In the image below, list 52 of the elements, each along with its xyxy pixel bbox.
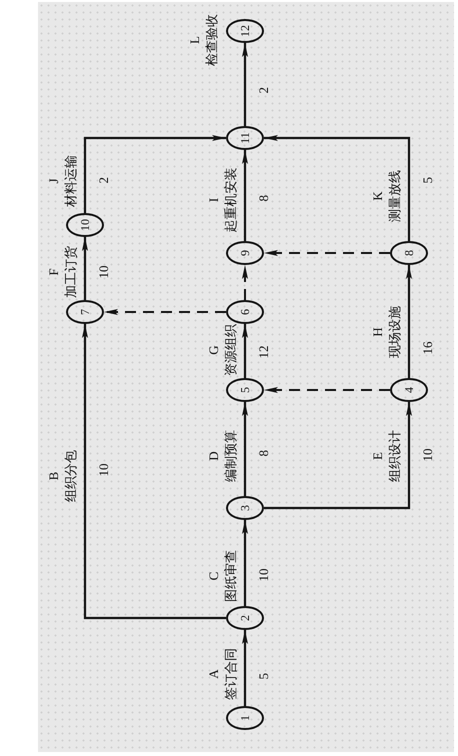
arrow [242,324,248,378]
event-circle: 11 [226,126,264,150]
duration-label: 10 [256,568,270,582]
duration-label: 2 [256,87,270,94]
event-circle: 4 [390,378,428,402]
arrow [242,402,248,496]
arrow [242,43,248,126]
activity-label: D 编制预算 [205,430,239,482]
duration-label: 10 [96,464,110,476]
activity-label: F 加工订货 [45,246,79,298]
dashed-arrow [264,387,390,393]
event-circle: 5 [226,378,264,402]
dashed-arrow [242,265,248,300]
arrow [264,135,410,241]
event-circle: 1 [226,706,264,730]
dashed-arrow [264,250,390,256]
activity-label: I 起重机安装 [205,168,239,232]
dashed-arrow [104,309,226,315]
activity-label: L 检查验收 [186,14,220,66]
duration-label: 12 [256,346,270,358]
activity-label: B 组织分包 [45,450,79,502]
event-circle: 12 [226,19,264,43]
duration-label: 10 [96,266,110,278]
event-circle: 7 [66,300,104,324]
event-circle: 10 [66,213,104,237]
arrow [242,630,248,706]
event-circle: 2 [226,606,264,630]
duration-label: 10 [420,448,434,462]
event-circle: 8 [390,241,428,265]
duration-label: 2 [96,177,110,184]
event-circle: 3 [226,496,264,520]
event-circle: 9 [226,241,264,265]
activity-label: K 测量放线 [369,170,403,222]
arrow [84,135,226,213]
arrow [242,150,248,241]
duration-label: 8 [256,195,270,202]
arrow [82,237,88,300]
event-circle: 6 [226,300,264,324]
activity-label: J 材料运输 [45,155,79,207]
activity-label: A 签订合同 [205,648,239,700]
activity-label: G 资源组织 [205,324,239,376]
duration-label: 5 [256,673,270,680]
arrow [242,520,248,606]
arrow [264,402,412,510]
arrow [406,265,412,378]
duration-label: 16 [420,342,434,354]
activity-label: C 图纸审查 [205,550,239,602]
duration-label: 5 [420,177,434,184]
activity-label: H 现场设施 [369,306,403,358]
duration-label: 8 [256,450,270,456]
activity-label: E 组织设计 [369,430,403,482]
arrow [82,324,226,620]
